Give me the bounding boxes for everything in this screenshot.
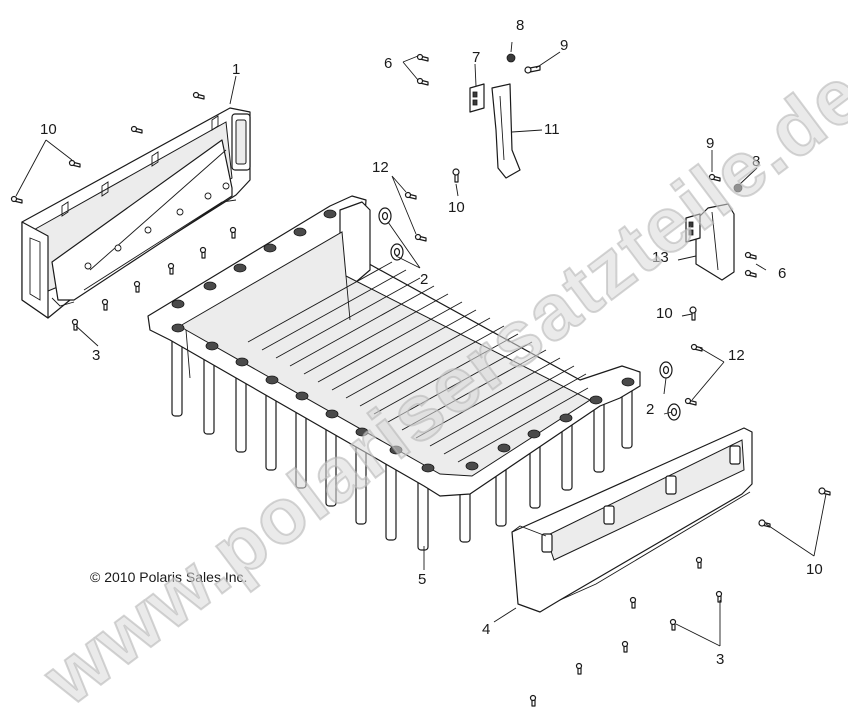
right-end-panel	[511, 427, 753, 613]
callout-labels: 1 2 2 3 3 4 5 6 6 7 8 8 9 9 10 10 10 10 …	[40, 17, 823, 668]
callout-10-right: 10	[656, 305, 673, 322]
copyright-notice: © 2010 Polaris Sales Inc.	[90, 569, 247, 585]
callout-10-left: 10	[40, 121, 57, 138]
callout-10-bottom: 10	[806, 561, 823, 578]
bracket-13	[685, 203, 735, 281]
callout-7: 7	[472, 49, 480, 66]
callout-2-left: 2	[420, 271, 428, 288]
callout-4: 4	[482, 621, 490, 638]
callout-2-right: 2	[646, 401, 654, 418]
bracket-11	[491, 83, 521, 179]
cargo-box-tub	[147, 195, 641, 551]
callout-1: 1	[232, 61, 240, 78]
callout-3-left: 3	[92, 347, 100, 364]
callout-6-top: 6	[384, 55, 392, 72]
callout-11: 11	[544, 121, 560, 138]
left-end-panel	[21, 107, 251, 319]
left-bolts	[10, 91, 237, 331]
leader-lines	[15, 41, 827, 647]
callout-6-right: 6	[778, 265, 786, 282]
callout-5: 5	[418, 571, 426, 588]
callout-12-left: 12	[372, 159, 389, 176]
small-hardware	[378, 53, 757, 421]
callout-10-center: 10	[448, 199, 465, 216]
callout-9-top: 9	[560, 37, 568, 54]
watermark-text: www.polarisersatzteile.de	[26, 49, 848, 722]
callout-13: 13	[652, 249, 669, 266]
callout-3-right: 3	[716, 651, 724, 668]
callout-9-right: 9	[706, 135, 714, 152]
callout-8-top: 8	[516, 17, 524, 34]
callout-12-right: 12	[728, 347, 745, 364]
bracket-7	[469, 83, 485, 113]
callout-8-right: 8	[752, 153, 760, 170]
